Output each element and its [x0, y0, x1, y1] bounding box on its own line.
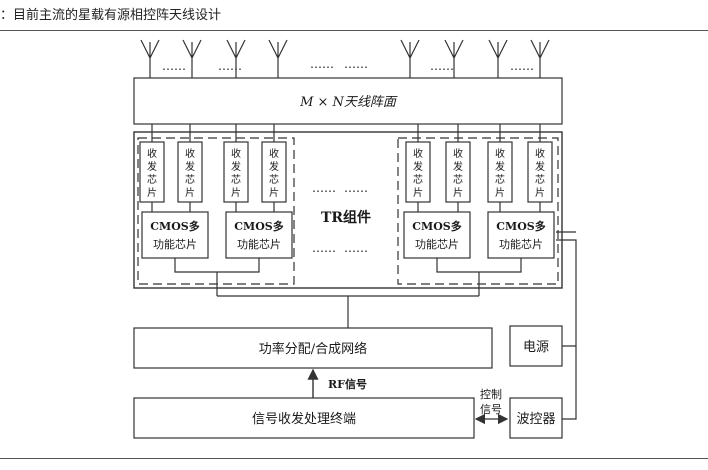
antenna-ellipsis-mid2: ……	[344, 57, 368, 71]
array-panel-box	[133, 77, 563, 125]
antenna-ellipsis-left: ……	[162, 59, 186, 73]
transceiver-chip-char: 收	[535, 147, 545, 160]
transceiver-chip-char: 收	[269, 147, 279, 160]
transceiver-chip-char: 收	[495, 147, 505, 160]
rf-signal-label: RF信号	[328, 377, 367, 391]
svg-text:功能芯片: 功能芯片	[415, 237, 459, 251]
side-connections	[556, 231, 577, 420]
antenna-5	[400, 39, 420, 78]
transceiver-chip-char: 发	[185, 160, 195, 173]
svg-text:CMOS多: CMOS多	[496, 219, 545, 233]
terminal-label: 信号收发处理终端	[252, 411, 356, 427]
transceiver-chip-char: 片	[269, 186, 279, 199]
transceiver-chip-char: 发	[269, 160, 279, 173]
transceiver-chip-char: 芯	[495, 173, 505, 186]
antenna-3	[226, 39, 246, 78]
transceiver-chip-char: 收	[185, 147, 195, 160]
power-supply-label: 电源	[523, 340, 549, 355]
antenna-7	[488, 39, 508, 78]
transceiver-chip-char: 芯	[147, 173, 157, 186]
tr-group-right	[397, 137, 559, 285]
tr-module-label: TR组件	[321, 209, 371, 226]
transceiver-chip-char: 芯	[413, 173, 423, 186]
transceiver-chip-char: 片	[413, 186, 423, 199]
control-signal-line1: 控制	[480, 387, 502, 401]
antenna-ellipsis-left2: ……	[218, 59, 242, 73]
transceiver-chip-char: 发	[495, 160, 505, 173]
figure-caption: ：目前主流的星载有源相控阵天线设计	[0, 8, 222, 23]
transceiver-chip-char: 发	[535, 160, 545, 173]
transceiver-chip-char: 片	[231, 186, 241, 199]
antenna-1	[140, 39, 160, 78]
transceiver-chip-char: 片	[453, 186, 463, 199]
svg-text:功能芯片: 功能芯片	[499, 237, 543, 251]
control-signal-line2: 信号	[480, 403, 502, 416]
svg-text:CMOS多: CMOS多	[412, 219, 461, 233]
panel-chip-links	[151, 124, 541, 142]
transceiver-chip-char: 片	[185, 186, 195, 199]
antenna-ellipsis: …… …… …… …… …… ……	[162, 57, 534, 73]
transceiver-chip-char: 芯	[269, 173, 279, 186]
svg-text:CMOS多: CMOS多	[234, 219, 283, 233]
tr-ellipsis-top: ……	[312, 181, 336, 195]
cmos-chip-4: CMOS多 功能芯片	[487, 211, 555, 259]
array-panel-label: M × N天线阵面	[299, 95, 398, 110]
terminal-box	[133, 397, 475, 439]
tr-ellipsis-bottom2: ……	[344, 241, 368, 255]
power-network-label: 功率分配/合成网络	[259, 341, 367, 357]
tr-module-box	[133, 131, 563, 289]
tr-ellipsis-top2: ……	[344, 181, 368, 195]
antenna-6	[444, 39, 464, 78]
tr-group-left	[137, 137, 295, 285]
transceiver-chip-char: 发	[147, 160, 157, 173]
top-rule	[0, 30, 708, 31]
bottom-rule	[0, 458, 708, 459]
antenna-ellipsis-right2: ……	[510, 59, 534, 73]
transceiver-chip-char: 片	[495, 186, 505, 199]
beam-controller-label: 波控器	[516, 412, 555, 427]
cmos-chip-1: CMOS多 功能芯片	[141, 211, 209, 259]
cmos-chip-2: CMOS多 功能芯片	[225, 211, 293, 259]
transceiver-chip-char: 片	[535, 186, 545, 199]
transceiver-chip-char: 芯	[535, 173, 545, 186]
transceiver-chip-char: 芯	[185, 173, 195, 186]
cmos-chip-3: CMOS多 功能芯片	[403, 211, 471, 259]
transceiver-chip-char: 发	[413, 160, 423, 173]
antenna-elements	[140, 39, 550, 78]
transceiver-chip-char: 片	[147, 186, 157, 199]
transceiver-chip-char: 芯	[231, 173, 241, 186]
transceiver-chip-char: 收	[453, 147, 463, 160]
antenna-8	[530, 39, 550, 78]
svg-text:CMOS多: CMOS多	[150, 219, 199, 233]
transceiver-chip-char: 发	[453, 160, 463, 173]
transceiver-chip-char: 芯	[453, 173, 463, 186]
transceiver-chip-char: 发	[231, 160, 241, 173]
beam-controller-box	[509, 397, 563, 439]
power-network-box	[133, 327, 493, 369]
cmos-bus-lines	[174, 258, 522, 328]
antenna-ellipsis-mid: ……	[310, 57, 334, 71]
antenna-2	[182, 39, 202, 78]
tr-ellipsis-bottom: ……	[312, 241, 336, 255]
transceiver-chip-char: 收	[231, 147, 241, 160]
antenna-ellipsis-right: ……	[430, 59, 454, 73]
transceiver-chip-char: 收	[413, 147, 423, 160]
svg-text:功能芯片: 功能芯片	[153, 237, 197, 251]
svg-text:功能芯片: 功能芯片	[237, 237, 281, 251]
transceiver-chip-char: 收	[147, 147, 157, 160]
antenna-4	[268, 39, 288, 78]
